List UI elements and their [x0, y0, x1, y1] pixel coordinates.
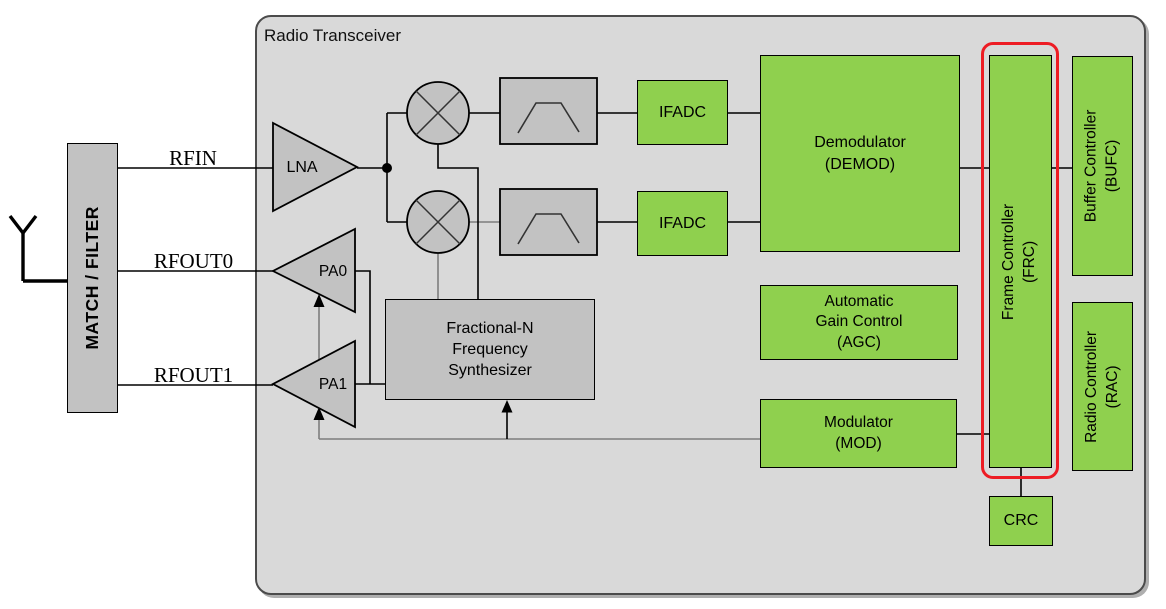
rac-label: Radio Controller (RAC) [1082, 330, 1121, 443]
crc-label: CRC [1003, 512, 1039, 530]
ifadc-top-block: IFADC [637, 80, 728, 145]
pa1-amplifier-icon [271, 339, 356, 429]
lna-label: LNA [286, 159, 318, 176]
radio-controller-block: Radio Controller (RAC) [1072, 302, 1133, 471]
wire-mixer1-lo [437, 144, 479, 300]
arrowhead-up-icon [313, 294, 325, 307]
arrowhead-up-icon [501, 400, 513, 413]
frame-controller-block: Frame Controller (FRC) [989, 55, 1052, 468]
modulator-block: Modulator (MOD) [760, 399, 957, 468]
arrowheads [313, 294, 513, 420]
mod-label-line1: Modulator [824, 414, 893, 432]
mixer-icon [406, 81, 470, 145]
match-filter-block: MATCH / FILTER [67, 143, 118, 413]
antenna-icon [8, 214, 67, 283]
mixer-icon [406, 190, 470, 254]
demodulator-block: Demodulator (DEMOD) [760, 55, 960, 252]
bandpass-filter-icon [499, 188, 598, 256]
pa0-label: PA0 [318, 263, 348, 280]
match-filter-label: MATCH / FILTER [81, 206, 102, 350]
agc-label-line2: Gain Control [815, 313, 903, 331]
crc-block: CRC [989, 496, 1053, 546]
synth-label-line3: Synthesizer [448, 362, 532, 380]
pa1-label: PA1 [318, 376, 348, 393]
synth-label-line2: Frequency [452, 340, 528, 358]
demod-label-line2: (DEMOD) [824, 155, 896, 173]
lna-amplifier-icon [272, 121, 359, 213]
agc-label-line1: Automatic [824, 292, 894, 310]
arrowhead-up-icon [313, 407, 325, 420]
agc-block: Automatic Gain Control (AGC) [760, 285, 958, 360]
buffer-controller-block: Buffer Controller (BUFC) [1072, 56, 1133, 276]
black-wires [118, 112, 1072, 496]
ifadc-bottom-label: IFADC [658, 214, 707, 232]
frequency-synthesizer-block: Fractional-N Frequency Synthesizer [385, 299, 595, 400]
ifadc-bottom-block: IFADC [637, 191, 728, 256]
frc-label: Frame Controller (FRC) [1000, 203, 1039, 320]
port-label-rfout0: RFOUT0 [153, 249, 234, 273]
port-label-rfout1: RFOUT1 [153, 363, 234, 387]
gray-wires [318, 221, 760, 440]
mod-label-line2: (MOD) [835, 434, 882, 452]
port-label-rfin: RFIN [169, 146, 217, 170]
diagram-title: Radio Transceiver [264, 26, 402, 45]
bandpass-filter-icon [499, 77, 598, 145]
junction-dot [382, 163, 392, 173]
demod-label-line1: Demodulator [814, 134, 906, 152]
agc-label-line3: (AGC) [837, 333, 881, 351]
bufc-label: Buffer Controller (BUFC) [1082, 109, 1121, 223]
pa0-amplifier-icon [271, 227, 356, 314]
wire-pa0-tie [355, 270, 371, 384]
ifadc-top-label: IFADC [658, 103, 707, 121]
synth-label-line1: Fractional-N [446, 319, 534, 337]
